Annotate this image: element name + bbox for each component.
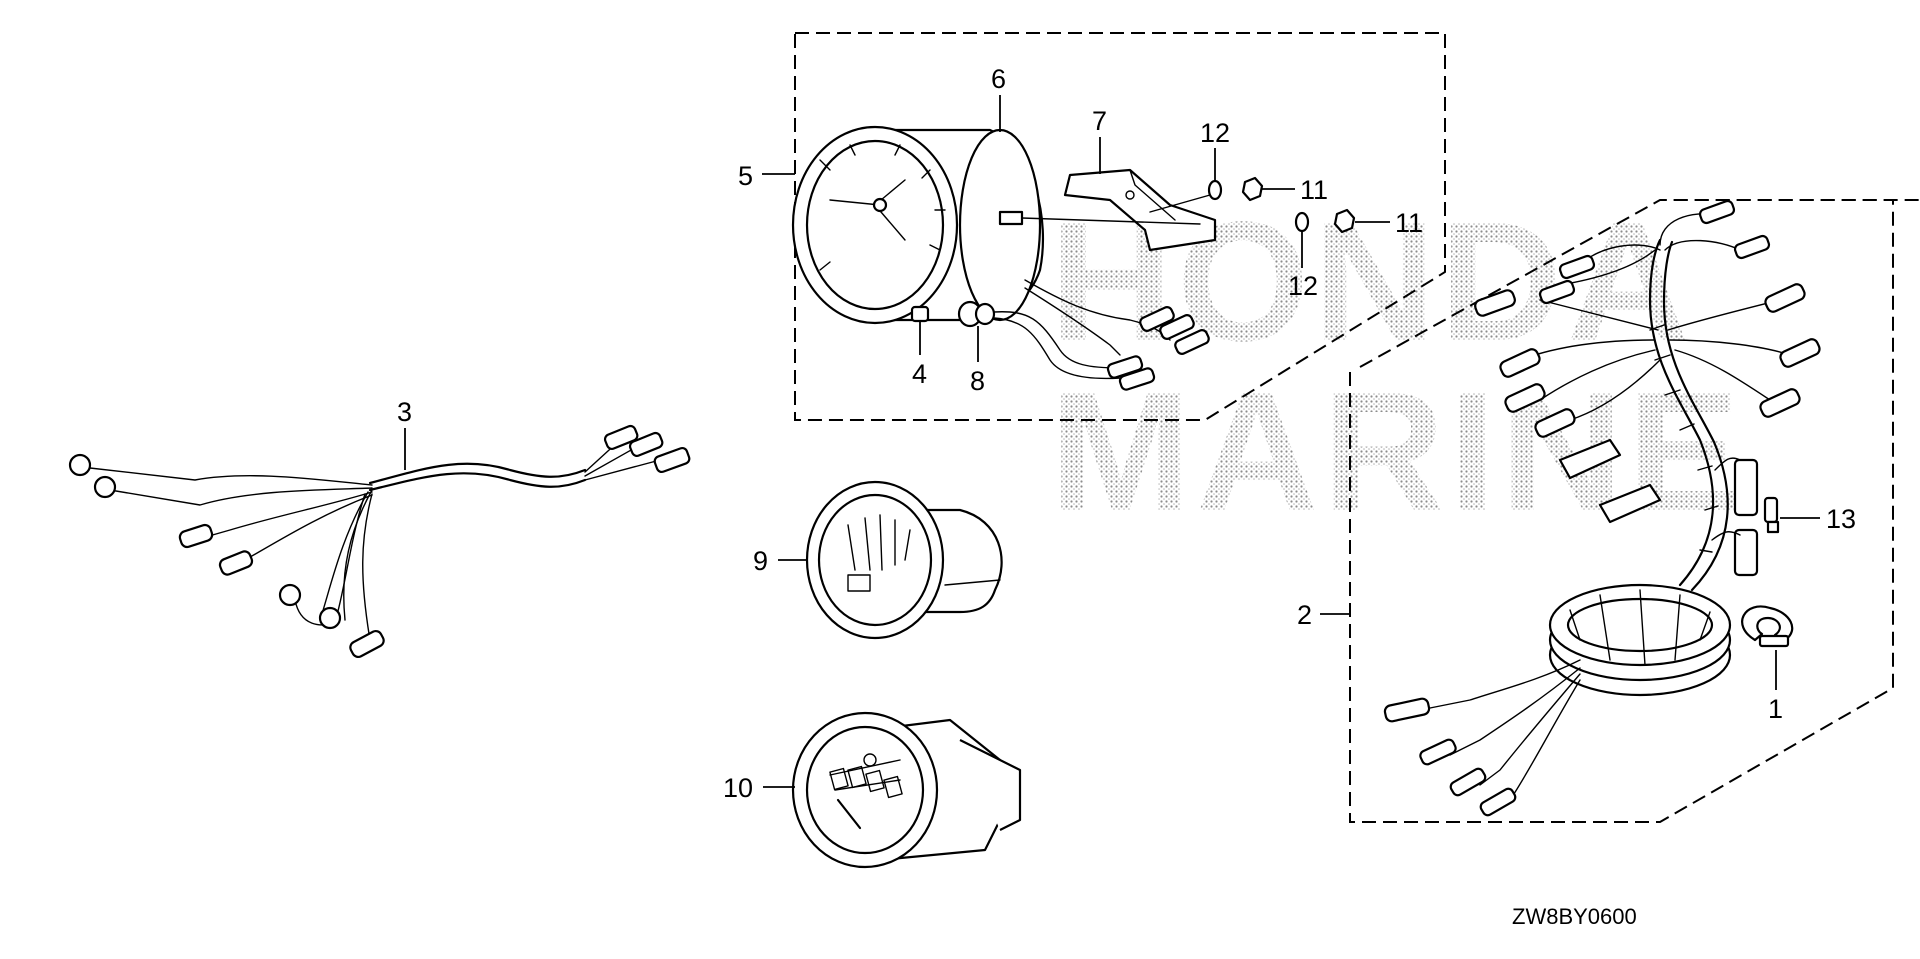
callout-7: 7 — [1092, 106, 1107, 136]
callout-4: 4 — [912, 359, 927, 389]
callout-2: 2 — [1297, 600, 1312, 630]
part-6-tachometer — [791, 125, 1210, 356]
part-2-main-harness — [1383, 199, 1821, 817]
part-4-bulb — [910, 305, 930, 323]
callout-12-upper: 12 — [1200, 118, 1230, 148]
bolt-line — [1021, 194, 1211, 225]
callout-13: 13 — [1826, 504, 1856, 534]
group-box-5 — [794, 32, 1446, 421]
part-1-clamp — [1741, 605, 1794, 648]
callout-9: 9 — [753, 546, 768, 576]
part-10-trim-gauge — [791, 711, 1022, 869]
callout-3: 3 — [397, 397, 412, 427]
part-11-nuts — [1241, 176, 1356, 234]
part-7-bracket — [1063, 168, 1217, 252]
callout-8: 8 — [970, 366, 985, 396]
callout-1: 1 — [1768, 694, 1783, 724]
part-8-socket — [957, 300, 1156, 391]
callout-11-upper: 11 — [1300, 175, 1328, 205]
callout-12-lower: 12 — [1288, 271, 1318, 301]
part-3-wire-harness — [68, 424, 691, 659]
part-13-fuse — [1763, 496, 1780, 534]
part-9-gauge — [805, 480, 1003, 640]
callout-10: 10 — [723, 773, 753, 803]
callout-6: 6 — [991, 64, 1006, 94]
watermark-line-2: MARINE — [1050, 357, 1745, 547]
group-box-2-frame — [1349, 199, 1894, 823]
callout-11-lower: 11 — [1395, 208, 1423, 238]
callout-5: 5 — [738, 161, 753, 191]
diagram-code: ZW8BY0600 — [1512, 904, 1637, 929]
part-12-washers — [1207, 179, 1310, 233]
group-box-2 — [1359, 199, 1920, 368]
